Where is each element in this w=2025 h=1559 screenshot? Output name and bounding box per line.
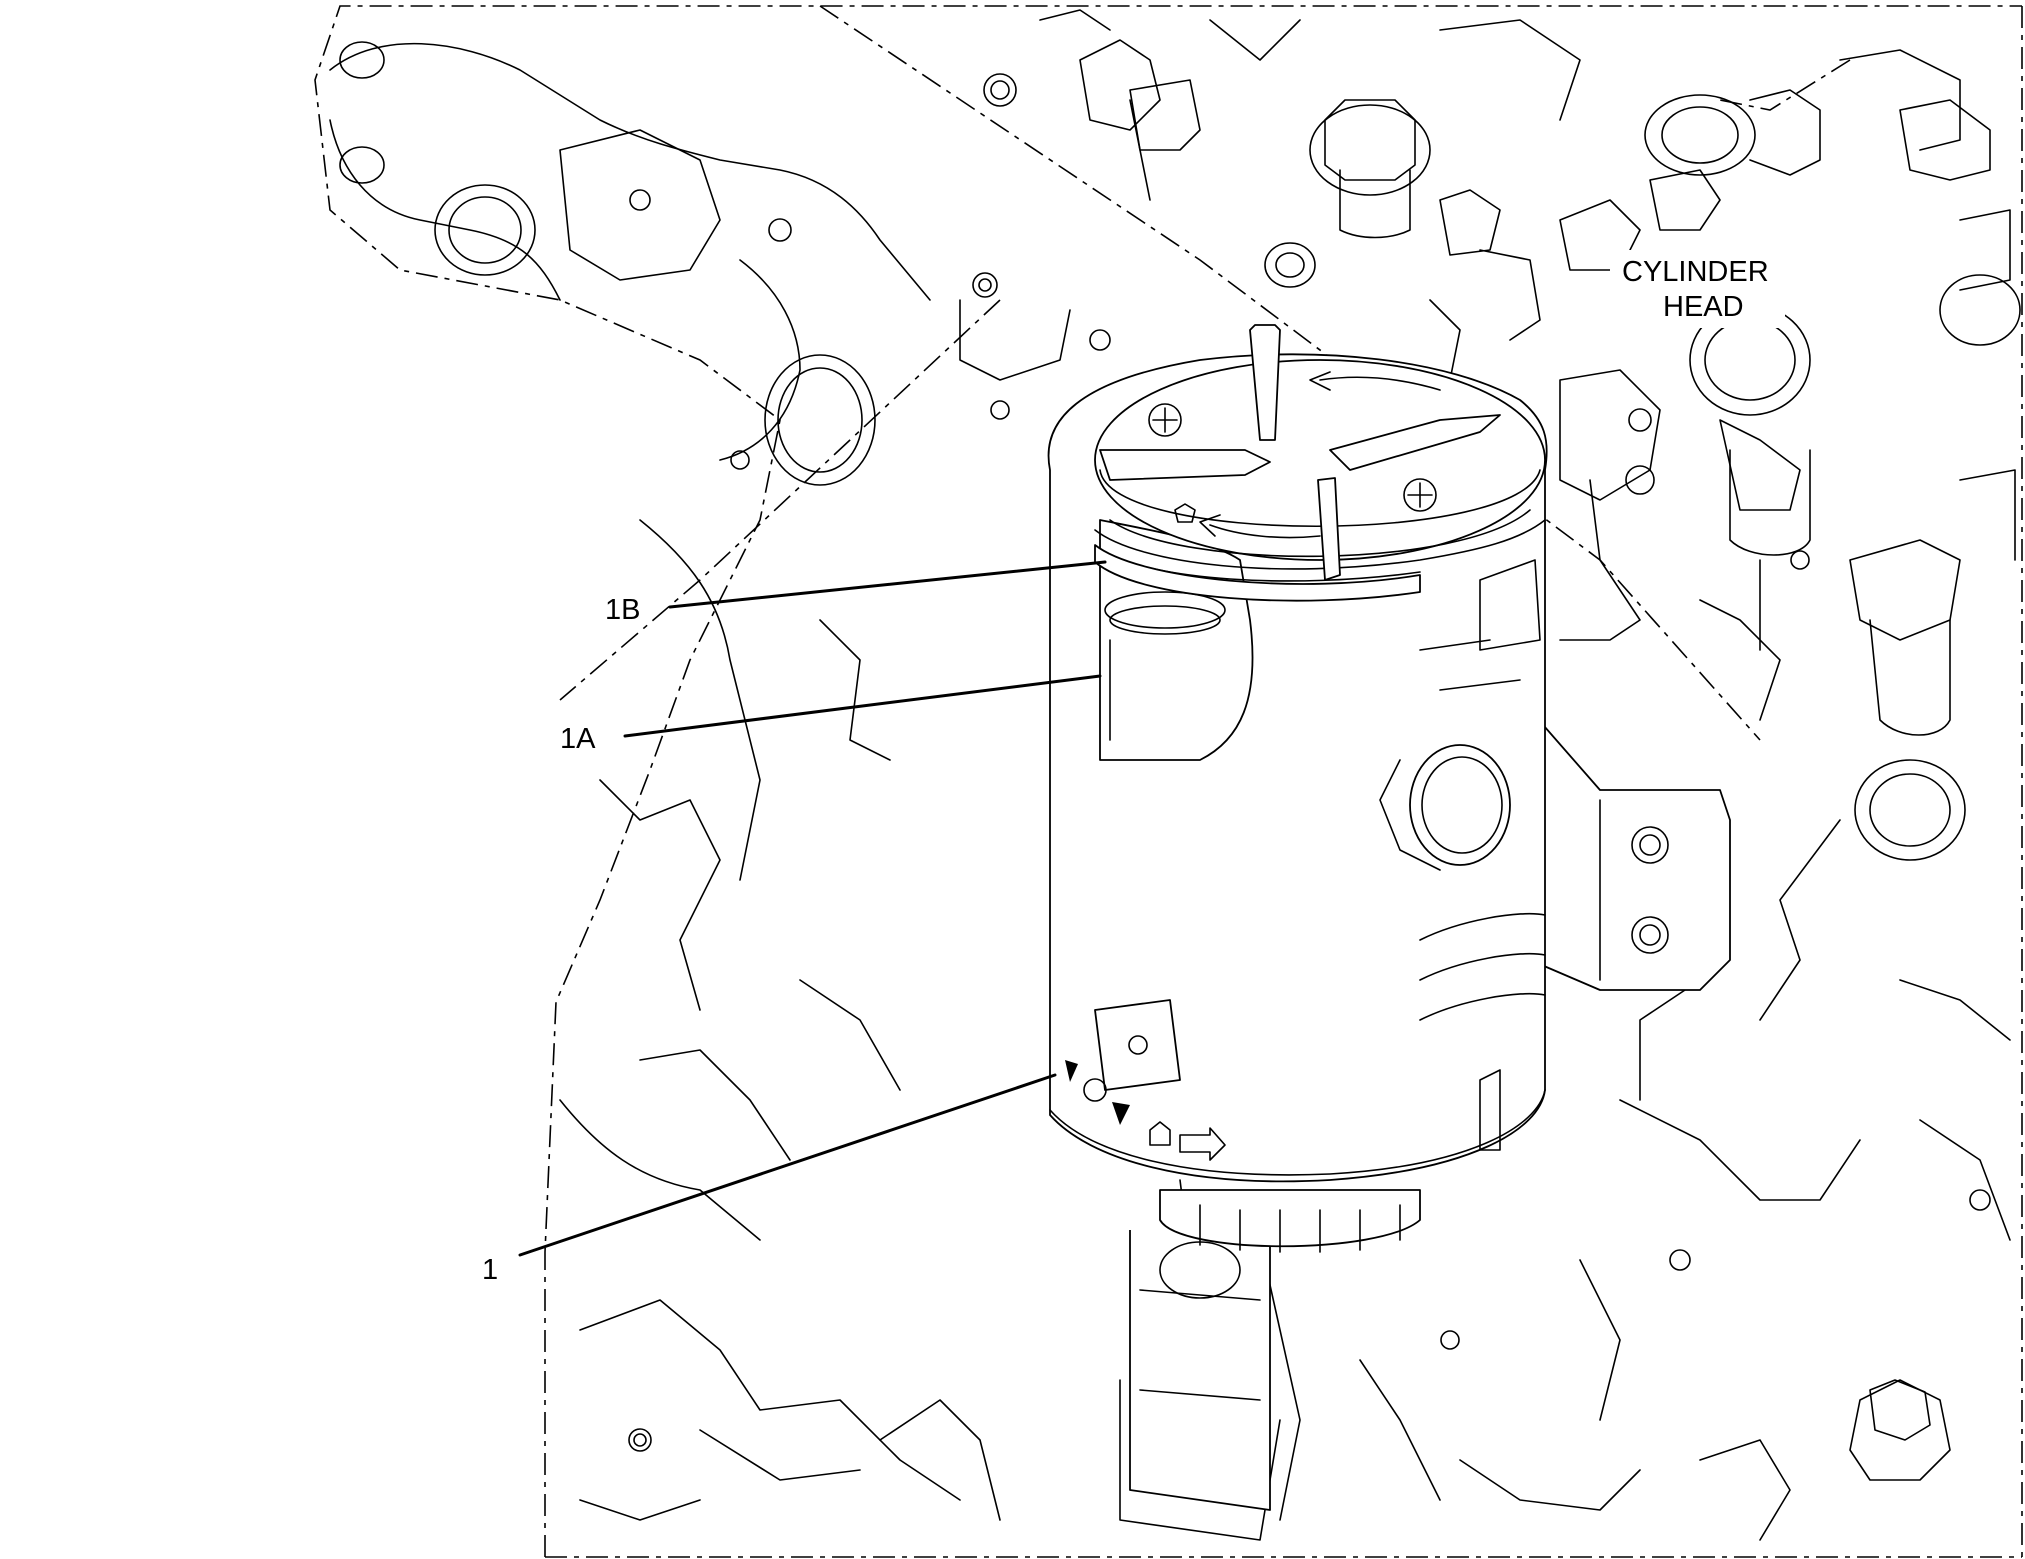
callout-1b: 1B: [605, 594, 640, 626]
callout-1a: 1A: [560, 723, 596, 755]
filter-cap: [1094, 324, 1546, 602]
leader-line-1a: [623, 674, 1102, 738]
leader-line-1: [518, 1073, 1057, 1257]
cylinder-head-label-line2: HEAD: [1663, 291, 1744, 323]
filter-base-stem: [1129, 1189, 1421, 1511]
callout-labels: 1B 1A 1 CYLINDER HEAD: [482, 250, 1785, 1286]
leader-line-1b: [668, 560, 1107, 609]
leader-lines: [518, 560, 1107, 1257]
cylinder-head-label-line1: CYLINDER: [1622, 256, 1769, 288]
callout-1: 1: [482, 1254, 498, 1286]
mounting-bracket: [1529, 709, 1731, 991]
